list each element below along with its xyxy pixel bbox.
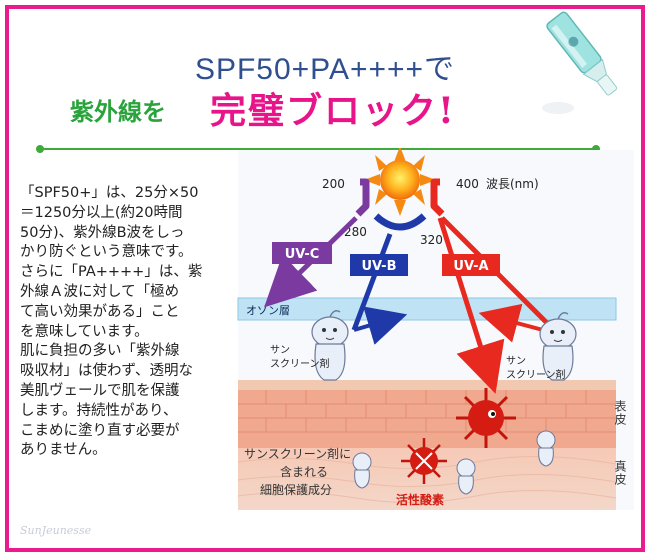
divider-dot-right bbox=[592, 145, 600, 153]
sunscreen-label-left: サン bbox=[270, 344, 290, 356]
body-line: 50分)、紫外線B波をしっ bbox=[20, 224, 185, 241]
dermis-label: 真皮 bbox=[613, 460, 627, 486]
headline-spf: SPF50+PA++++で bbox=[194, 53, 456, 86]
body-line: します。持続性があり、 bbox=[20, 402, 178, 419]
sun-icon bbox=[364, 148, 436, 216]
wavelength-unit: 波長(nm) bbox=[486, 177, 539, 191]
headline-block: 完璧ブロック! bbox=[210, 90, 456, 132]
uvb-reflect-arrow bbox=[353, 306, 408, 345]
body-line: さらに「PA++++」は、紫 bbox=[20, 264, 203, 281]
sunscreen-tube-icon bbox=[542, 11, 618, 114]
protector-character-icon bbox=[352, 452, 372, 489]
body-line: こまめに塗り直す必要が bbox=[20, 422, 180, 439]
uva-arrow-deep bbox=[437, 217, 505, 394]
protect-label: 含まれる bbox=[280, 464, 328, 479]
brand-watermark: SunJeunesse bbox=[20, 524, 92, 537]
wavelength-280: 280 bbox=[344, 225, 367, 239]
description-text: 「SPF50+」は、25分×50 ＝1250分以上(約20時間 50分)、紫外線… bbox=[20, 184, 252, 461]
protect-label: サンスクリーン剤に bbox=[244, 446, 351, 461]
body-line: 肌に負担の多い「紫外線 bbox=[20, 343, 180, 360]
uva-band bbox=[430, 178, 445, 217]
ozone-label: オゾン層 bbox=[246, 304, 290, 317]
body-line: ありません。 bbox=[20, 442, 107, 459]
skin-surface bbox=[238, 380, 616, 390]
wavelength-200: 200 bbox=[322, 177, 345, 191]
body-line: を意味しています。 bbox=[20, 323, 149, 340]
uvc-label: UV-C bbox=[285, 247, 320, 262]
body-line: 吸収材」は使わず、透明な bbox=[20, 363, 193, 380]
protector-character-icon bbox=[456, 458, 476, 495]
sunscreen-label-right: スクリーン剤 bbox=[506, 368, 566, 381]
active-oxygen-icon bbox=[456, 388, 516, 448]
uvb-label: UV-B bbox=[362, 259, 397, 274]
uva-badge bbox=[442, 254, 500, 276]
protect-label: 細胞保護成分 bbox=[260, 482, 332, 497]
sunscreen-character-left-icon bbox=[311, 310, 349, 381]
sunscreen-character-right-icon bbox=[539, 312, 577, 381]
protector-character-icon bbox=[536, 430, 556, 467]
uv-diagram: オゾン層 200 280 320 400 波長(nm) UV-C UV-B UV… bbox=[237, 148, 634, 510]
uvc-badge bbox=[272, 242, 332, 264]
uvb-badge bbox=[350, 254, 408, 276]
headline-divider bbox=[36, 145, 600, 153]
wavelength-400: 400 bbox=[456, 177, 479, 191]
uvb-arrow bbox=[351, 233, 393, 331]
headline-uv: 紫外線を bbox=[70, 98, 166, 126]
body-line: 外線Ａ波に対して「極め bbox=[20, 283, 180, 300]
epidermis-label: 表皮 bbox=[613, 400, 627, 426]
divider-dot-left bbox=[36, 145, 44, 153]
wavelength-320: 320 bbox=[420, 233, 443, 247]
body-line: ＝1250分以上(約20時間 bbox=[20, 204, 183, 221]
body-line: 「SPF50+」は、25分×50 bbox=[20, 185, 199, 201]
uvc-band bbox=[355, 178, 370, 217]
body-line: 美肌ヴェールで肌を保護 bbox=[20, 382, 180, 399]
sunscreen-label-right: サン bbox=[506, 355, 526, 367]
body-line: て高い効果がある」こと bbox=[20, 303, 180, 320]
uva-label: UV-A bbox=[453, 259, 488, 274]
skin-cells bbox=[238, 390, 616, 433]
radical-label: 活性酸素 bbox=[396, 492, 444, 507]
epidermis-layer bbox=[238, 390, 616, 448]
body-line: かり防ぐという意味です。 bbox=[20, 244, 193, 261]
uvb-band bbox=[373, 213, 427, 231]
sunscreen-label-left: スクリーン剤 bbox=[270, 357, 330, 370]
neutralized-radical-icon bbox=[401, 438, 447, 484]
